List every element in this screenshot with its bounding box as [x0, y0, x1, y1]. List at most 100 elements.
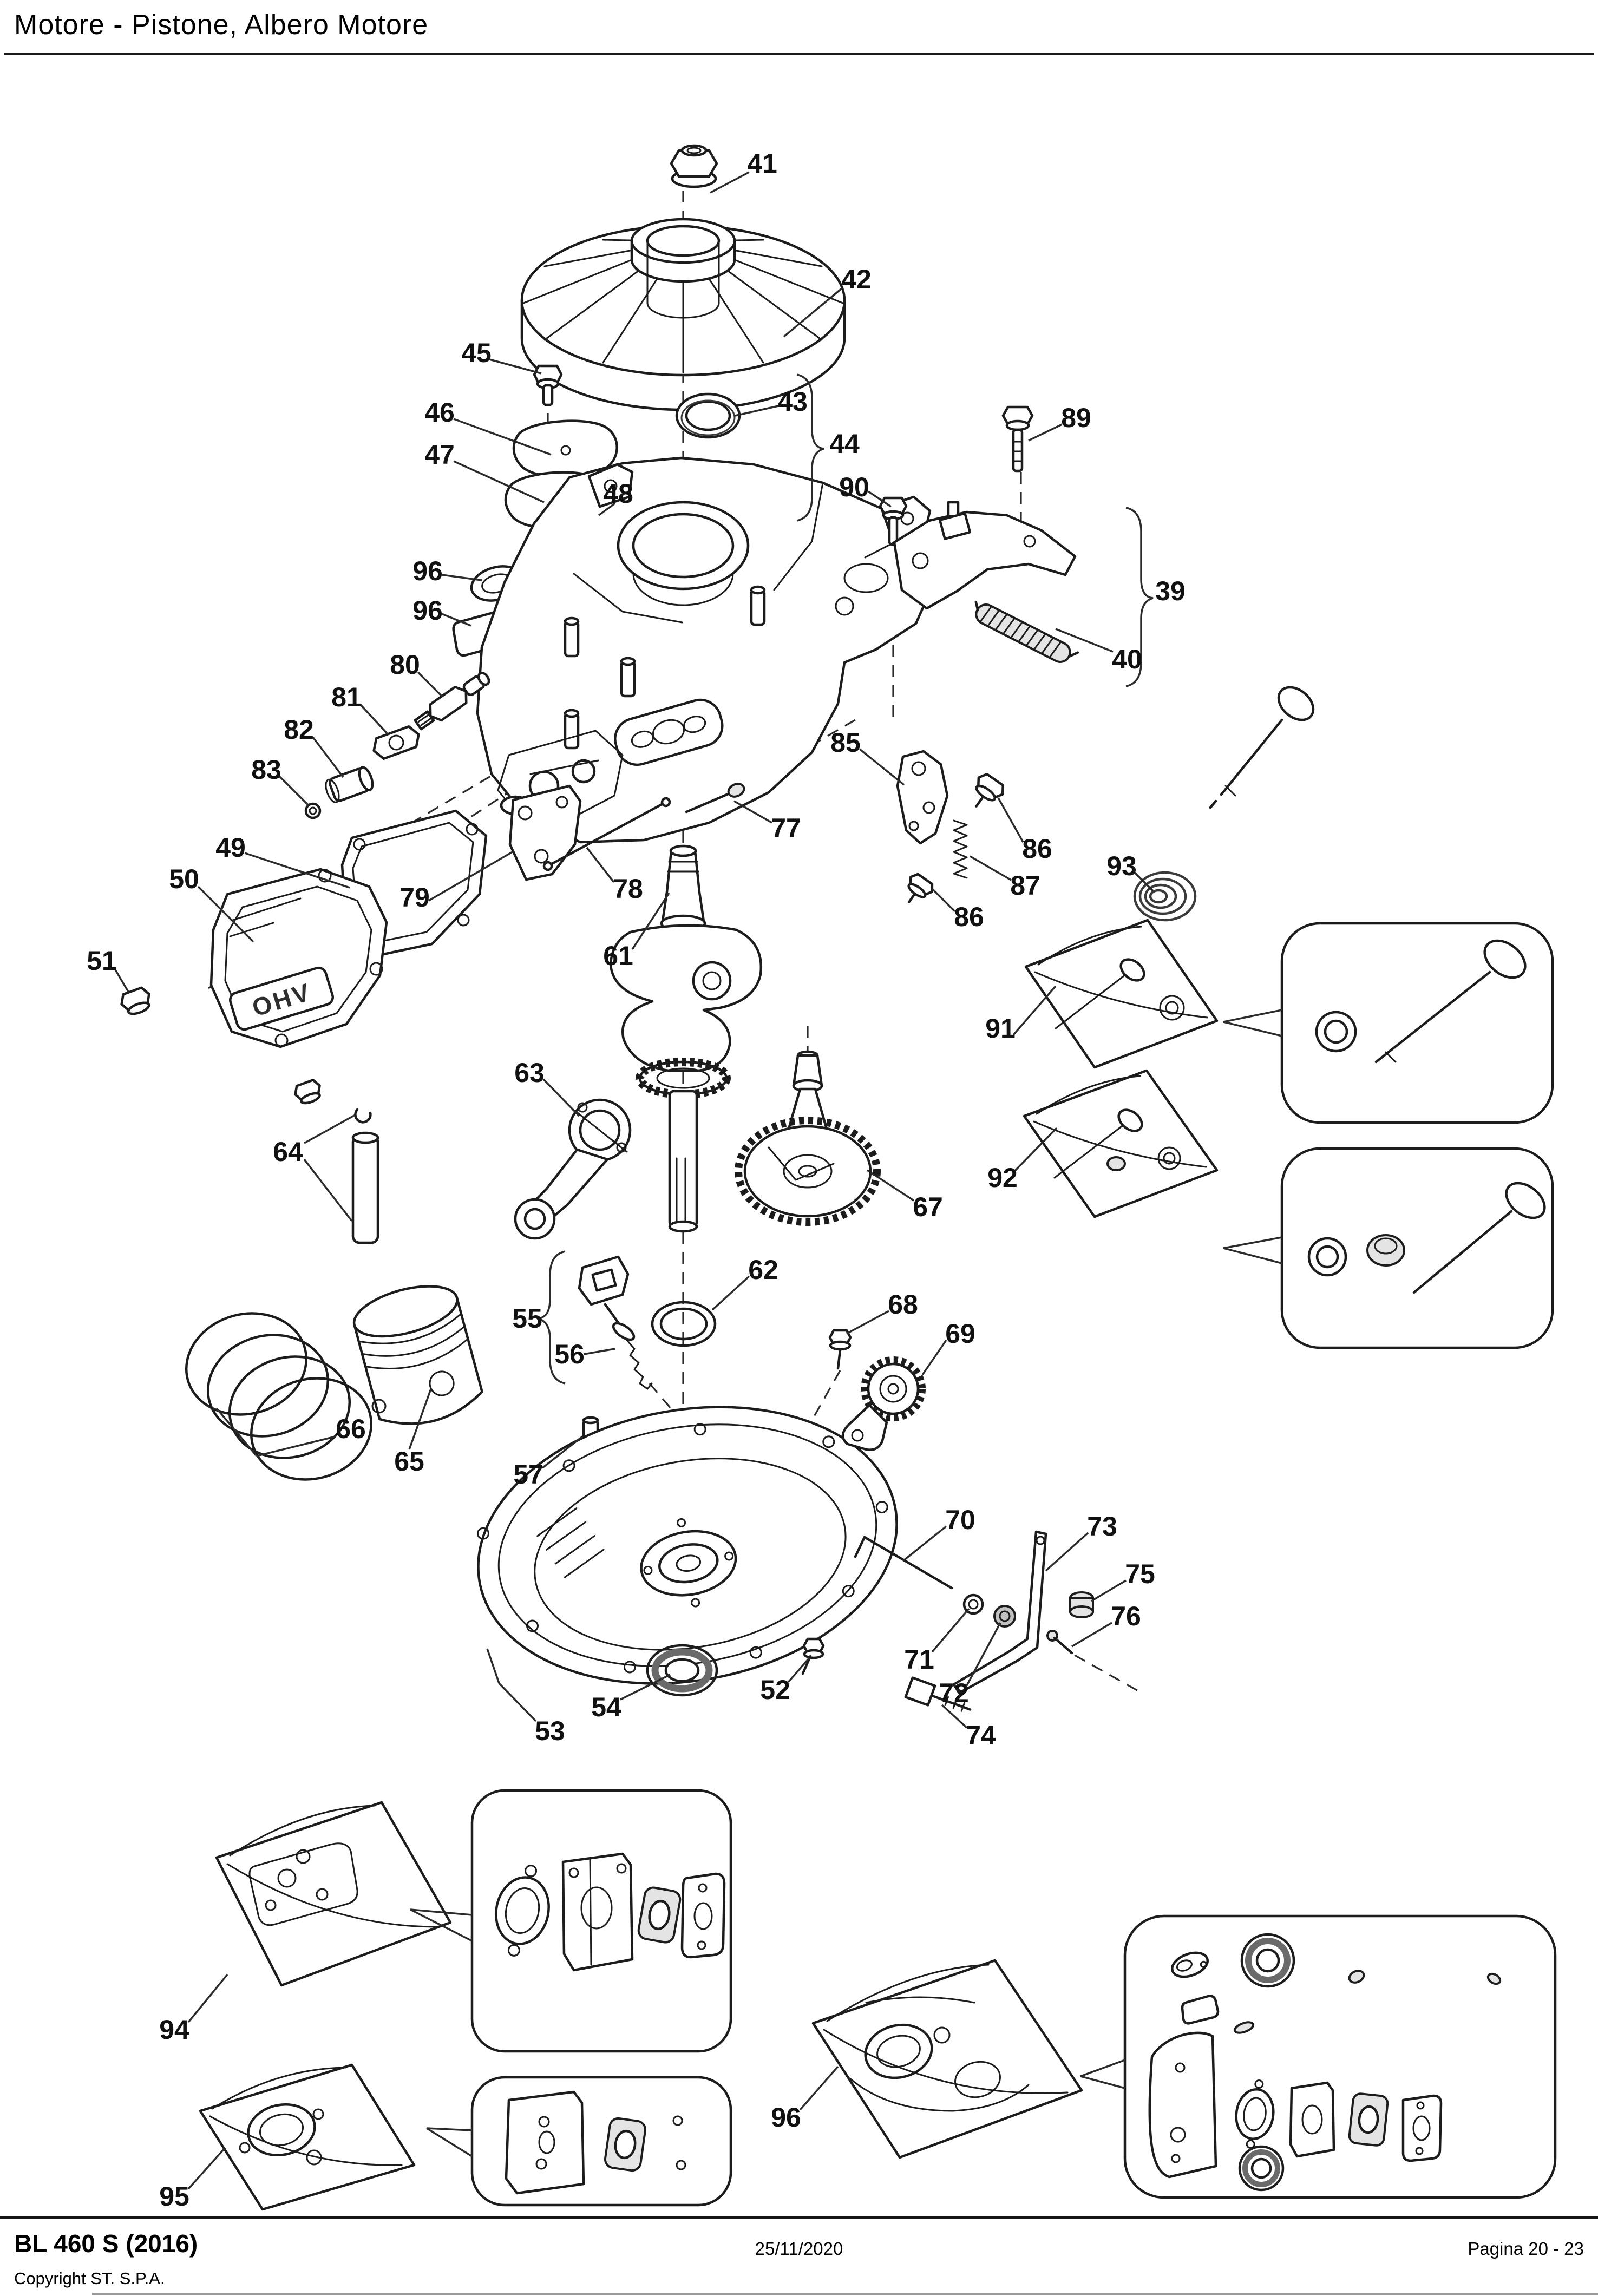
- part-number-44: 44: [829, 429, 860, 459]
- callout-96: 96: [771, 2065, 839, 2133]
- gasket-kit-96: [811, 1914, 1557, 2199]
- leader-line-89: [1028, 423, 1063, 442]
- callout-53: 53: [486, 1648, 565, 1746]
- part-number-71: 71: [904, 1644, 934, 1675]
- leader-line-94: [187, 1973, 228, 2023]
- square-head-bolt-74: [904, 1676, 972, 1712]
- piston: [352, 1285, 483, 1425]
- governor-bracket-assembly: [864, 405, 1079, 663]
- valve: [1209, 686, 1315, 809]
- callout-43: 43: [735, 386, 808, 417]
- callout-81: 81: [331, 682, 389, 735]
- leader-line-96: [441, 613, 471, 627]
- part-number-77: 77: [771, 813, 801, 843]
- footer-copyright: Copyright ST. S.P.A.: [14, 2269, 165, 2288]
- brace-39: [1125, 507, 1154, 687]
- leader-line-83: [278, 775, 310, 806]
- part-number-45: 45: [461, 338, 492, 368]
- leader-line-48: [598, 502, 616, 516]
- part-number-74: 74: [966, 1720, 996, 1750]
- part-number-94: 94: [159, 2015, 189, 2045]
- callout-78: 78: [586, 847, 643, 904]
- callout-85: 85: [830, 727, 905, 786]
- part-number-56: 56: [554, 1339, 585, 1369]
- callout-82: 82: [284, 714, 344, 778]
- footer-page-number: Pagina 20 - 23: [1468, 2239, 1584, 2259]
- callout-65: 65: [394, 1388, 432, 1477]
- part-number-64: 64: [273, 1137, 303, 1167]
- callout-76: 76: [1071, 1601, 1141, 1648]
- callout-86: 86: [931, 888, 984, 932]
- callout-73: 73: [1045, 1511, 1117, 1572]
- leader-line-65: [408, 1388, 432, 1450]
- callout-89: 89: [1028, 403, 1091, 442]
- leader-line-47: [453, 460, 545, 503]
- part-number-72: 72: [939, 1678, 969, 1708]
- lower-oil-seal: [646, 1644, 718, 1697]
- part-number-96: 96: [412, 556, 443, 586]
- brace-44: [796, 373, 824, 522]
- crankcase-block: [476, 456, 934, 844]
- brace-55: [538, 1250, 566, 1385]
- part-number-66: 66: [336, 1414, 366, 1444]
- part-number-39: 39: [1155, 576, 1186, 606]
- title-rule: [4, 53, 1594, 55]
- carburetor-flange: [614, 698, 724, 766]
- part-number-96: 96: [771, 2102, 801, 2133]
- oil-sump: [476, 1406, 898, 1685]
- leader-line-61: [631, 893, 670, 950]
- callout-39: 39: [1125, 507, 1186, 687]
- governor-spring: [974, 600, 1079, 663]
- callout-93: 93: [1106, 851, 1154, 892]
- leader-line-53: [498, 1682, 537, 1722]
- callout-75: 75: [1091, 1559, 1155, 1602]
- part-number-61: 61: [603, 941, 633, 971]
- leader-line-87: [970, 855, 1012, 881]
- leader-line-96: [799, 2065, 839, 2111]
- leader-line-42: [783, 287, 843, 338]
- callout-74: 74: [941, 1704, 996, 1750]
- part-number-51: 51: [87, 946, 117, 976]
- o-ring-62: [651, 1301, 717, 1347]
- valve-train-parts: [896, 686, 1315, 922]
- part-number-79: 79: [400, 882, 430, 913]
- leader-line-66: [215, 1407, 258, 1457]
- part-number-62: 62: [748, 1255, 778, 1285]
- leader-line-93: [1134, 871, 1154, 892]
- leader-line-56: [583, 1348, 615, 1355]
- leader-line-64: [303, 1158, 353, 1222]
- part-number-42: 42: [841, 264, 872, 294]
- leader-line-50: [197, 885, 254, 943]
- valve-spring-93: [1133, 871, 1197, 922]
- part-number-83: 83: [251, 755, 281, 785]
- callout-box-91: [1280, 922, 1554, 1124]
- callout-40: 40: [1055, 628, 1142, 674]
- cotter-pin-76: [1046, 1630, 1073, 1655]
- callout-56: 56: [554, 1339, 615, 1369]
- leader-line-77: [733, 800, 772, 824]
- callout-box-92: [1280, 1147, 1554, 1349]
- part-number-85: 85: [830, 727, 861, 758]
- leader-line-63: [542, 1078, 580, 1117]
- cylinder-studs: [564, 585, 766, 750]
- part-number-80: 80: [390, 650, 420, 680]
- part-number-69: 69: [945, 1318, 975, 1349]
- callout-86: 86: [997, 797, 1052, 864]
- leader-line-51: [114, 968, 130, 993]
- nut-75: [1069, 1591, 1094, 1618]
- leader-line-69: [921, 1340, 947, 1375]
- leader-line-80: [417, 671, 443, 697]
- part-number-47: 47: [424, 439, 455, 470]
- breather-gasket: [508, 784, 582, 881]
- part-number-50: 50: [169, 864, 199, 894]
- valve-cover-assembly: OHV: [120, 809, 488, 1105]
- part-number-41: 41: [747, 148, 777, 179]
- flywheel-nut: [670, 144, 718, 188]
- leader-line-70: [902, 1525, 947, 1562]
- leader-line-86: [997, 797, 1024, 843]
- leader-line-66: [256, 1435, 336, 1457]
- camshaft: [735, 1050, 881, 1226]
- leader-line-86: [931, 888, 956, 913]
- part-number-92: 92: [987, 1163, 1018, 1193]
